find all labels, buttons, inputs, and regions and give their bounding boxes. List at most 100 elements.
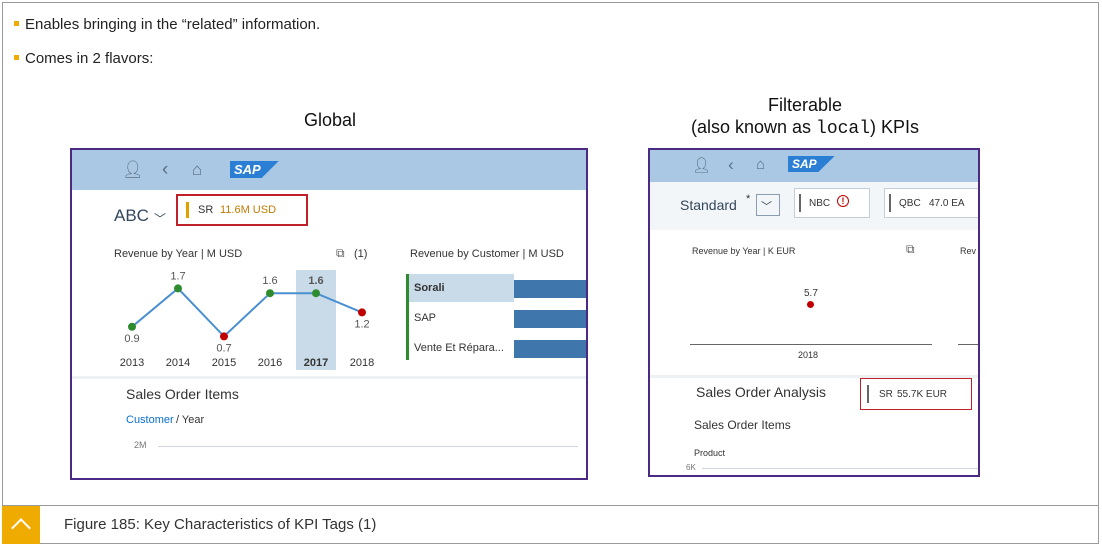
x-tick-label: 2015: [212, 357, 236, 369]
caption-filterable-line1: Filterable: [767, 95, 843, 115]
section-title: Sales Order Analysis: [696, 384, 826, 400]
back-icon[interactable]: ‹: [162, 159, 169, 180]
data-point: [220, 332, 228, 341]
customer-bar-chart: Sorali SAP Vente Et Répara...: [406, 272, 586, 362]
customer-bar[interactable]: [514, 280, 586, 298]
kpi-tag-indicator: [186, 202, 189, 218]
back-icon[interactable]: ‹: [728, 155, 734, 174]
caption-prefix: (also known as: [690, 117, 817, 137]
sap-logo: SAP: [230, 161, 279, 178]
kpi-tag-nbc[interactable]: NBC !: [794, 188, 870, 218]
kpi-tag-highlight: SR 55.7K EUR: [860, 378, 972, 410]
x-axis: [690, 344, 932, 345]
kpi-value: 47.0 EA: [929, 198, 965, 209]
caption-suffix: ) KPIs: [870, 117, 920, 137]
page-title: ABC: [114, 206, 149, 225]
divider: [650, 375, 978, 378]
open-window-icon[interactable]: ⧉: [336, 246, 345, 260]
kpi-tag-qbc[interactable]: QBC 47.0 EA: [884, 188, 978, 218]
x-tick-label: 2016: [258, 357, 282, 369]
data-label: 0.7: [216, 342, 231, 354]
caption-filterable-line2: (also known as local) KPIs: [640, 116, 970, 140]
gridline: [158, 446, 578, 447]
kpi-tag-indicator: [867, 385, 869, 403]
figure-footer: Figure 185: Key Characteristics of KPI T…: [2, 505, 1099, 544]
point-label: 5.7: [804, 288, 818, 299]
user-icon[interactable]: 👤︎: [692, 157, 712, 174]
bullet-1: Enables bringing in the “related” inform…: [14, 16, 320, 33]
divider: [72, 376, 586, 379]
kpi-indicator: [889, 194, 891, 212]
chevron-down-icon[interactable]: ﹀: [154, 212, 167, 226]
bullet-marker: [14, 54, 19, 60]
caption-global: Global: [303, 110, 357, 130]
sub-section-title: Sales Order Items: [694, 418, 791, 432]
variant-dropdown[interactable]: ﹀: [756, 194, 780, 216]
chevron-up-icon: [11, 518, 31, 538]
caption-filterable: Filterable (also known as local) KPIs: [640, 94, 970, 140]
global-screenshot: 👤︎ ‹ ⌂ SAP ABC ﹀ SR 11.6M USD Revenue by…: [70, 148, 588, 480]
data-point: [312, 289, 320, 298]
data-point: [128, 322, 136, 331]
variant-title: Standard: [680, 197, 737, 213]
home-icon[interactable]: ⌂: [756, 156, 766, 173]
data-point: [266, 289, 274, 298]
kpi-tag-value[interactable]: 55.7K EUR: [897, 389, 948, 400]
chart1-count[interactable]: (1): [354, 248, 368, 260]
bullet-2-text: Comes in 2 flavors:: [25, 50, 154, 67]
collapse-button[interactable]: [2, 506, 40, 544]
kpi-tag-label[interactable]: SR: [198, 204, 214, 216]
chevron-down-icon: ﹀: [761, 201, 772, 213]
section-title: Sales Order Items: [126, 386, 239, 402]
dirty-marker: *: [746, 193, 751, 205]
data-label: 1.2: [354, 318, 369, 330]
x-axis: [958, 344, 978, 345]
data-label: 1.6: [308, 275, 323, 287]
row-marker: [406, 274, 409, 360]
sap-logo: SAP: [788, 156, 835, 172]
shell-bar: 👤︎ ‹ ⌂ SAP: [650, 150, 978, 182]
revenue-line: [131, 287, 363, 338]
filter-bar: Standard * ﹀ NBC ! QBC 47.0 EA: [650, 182, 978, 230]
customer-label[interactable]: Vente Et Répara...: [414, 342, 504, 354]
customer-bar[interactable]: [514, 340, 586, 358]
selected-year-highlight: [296, 270, 336, 370]
error-icon: !: [837, 195, 849, 207]
gridline: [702, 468, 978, 469]
caption-code: local: [816, 119, 871, 139]
x-tick-label: 2013: [120, 357, 144, 369]
axis-tick: 2M: [134, 440, 147, 450]
chart-title: Revenue by Year | K EUR: [692, 246, 796, 256]
customer-link[interactable]: Customer: [126, 414, 174, 426]
kpi-label: NBC: [809, 198, 831, 209]
x-tick-label: 2018: [350, 357, 374, 369]
data-label: 1.7: [170, 270, 185, 282]
axis-tick: 6K: [686, 463, 696, 472]
data-label: 1.6: [262, 275, 277, 287]
field-label: Product: [694, 448, 726, 458]
customer-label[interactable]: SAP: [414, 312, 437, 324]
x-tick-label: 2017: [304, 357, 328, 369]
customer-label[interactable]: Sorali: [414, 282, 445, 294]
data-point: [174, 284, 182, 293]
data-label: 0.9: [124, 333, 139, 345]
bullet-1-text: Enables bringing in the “related” inform…: [25, 16, 321, 33]
kpi-tag-highlight: SR 11.6M USD: [176, 194, 308, 226]
data-point: [358, 308, 366, 317]
x-tick-label: 2014: [166, 357, 190, 369]
x-tick: 2018: [798, 350, 819, 360]
home-icon[interactable]: ⌂: [192, 160, 203, 179]
customer-bar[interactable]: [514, 310, 586, 328]
kpi-tag-label[interactable]: SR: [879, 389, 893, 400]
kpi-label: QBC: [899, 198, 921, 209]
bullet-marker: [14, 20, 19, 26]
data-point[interactable]: [807, 301, 814, 308]
chart2-title: Revenue by Customer | M USD: [410, 248, 564, 260]
revenue-by-year-chart: 0.9 2013 1.7 2014 0.7 2015 1.6 2016 1.6 2017 1.2 20…: [120, 270, 374, 370]
selected-row-bg: [406, 274, 514, 302]
open-window-icon[interactable]: ⧉: [906, 242, 915, 256]
kpi-tag-value[interactable]: 11.6M USD: [220, 204, 277, 216]
user-icon[interactable]: 👤︎: [122, 160, 144, 179]
kpi-indicator: [799, 194, 801, 212]
